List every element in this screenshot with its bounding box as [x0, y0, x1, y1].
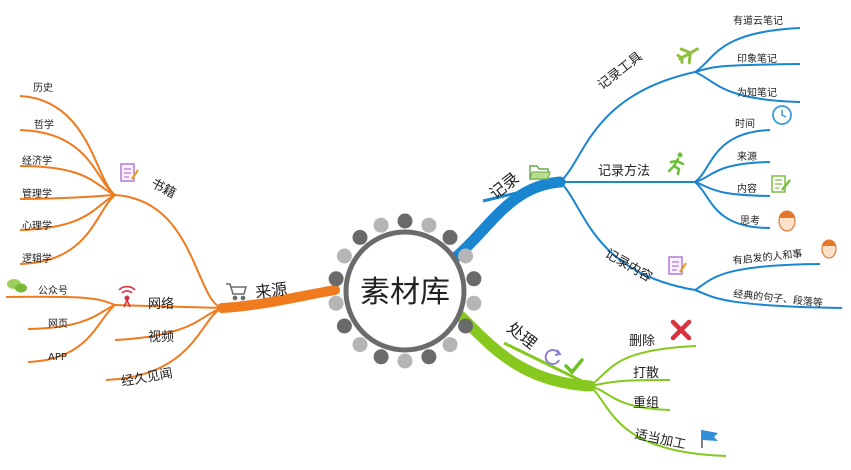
leaf-time: 时间 — [735, 117, 755, 130]
chat-icon — [7, 279, 27, 293]
notepad-icon — [668, 256, 687, 275]
person-icon — [778, 210, 796, 232]
ring-dot — [442, 337, 458, 353]
ring-dot — [373, 349, 389, 365]
leaf-yinxiang: 印象笔记 — [737, 52, 777, 65]
ring-dot — [397, 353, 413, 369]
person-icon — [821, 239, 837, 259]
ring-dot — [397, 213, 413, 229]
airplane-icon — [676, 47, 699, 65]
branch-label-source: 来源 — [254, 279, 288, 302]
check-icon — [564, 358, 584, 375]
node-record-content: 记录内容 — [602, 246, 655, 286]
leaf-content: 内容 — [737, 182, 757, 195]
leaf-psychology: 心理学 — [22, 219, 52, 232]
ring-dot — [336, 248, 352, 264]
ring-dot — [421, 217, 437, 233]
node-record-method: 记录方法 — [598, 163, 650, 179]
ring-dot — [458, 318, 474, 334]
ring-dot — [442, 229, 458, 245]
leaf-logic: 逻辑学 — [22, 252, 52, 265]
branch-label-process: 处理 — [504, 318, 541, 353]
ring-dot — [336, 318, 352, 334]
broadcast-icon — [118, 285, 136, 308]
leaf-philosophy: 哲学 — [34, 118, 54, 131]
leaf-delete: 删除 — [629, 334, 655, 349]
leaf-app: APP — [48, 352, 67, 363]
ring-dot — [328, 295, 344, 311]
runner-icon — [667, 152, 685, 176]
notebook-icon — [120, 163, 139, 182]
leaf-regroup: 重组 — [633, 395, 659, 411]
ring-dot — [466, 295, 482, 311]
leaf-economics: 经济学 — [22, 154, 52, 167]
leaf-management: 管理学 — [22, 187, 52, 200]
leaf-think: 思考 — [740, 215, 760, 227]
ring-dot — [352, 337, 368, 353]
close-icon — [670, 319, 692, 341]
node-video: 视频 — [148, 330, 174, 345]
leaf-source: 来源 — [737, 150, 757, 163]
leaf-scatter: 打散 — [633, 366, 659, 381]
leaf-history: 历史 — [33, 82, 53, 94]
ring-dot — [458, 248, 474, 264]
folder-icon — [529, 165, 551, 180]
center-ring — [328, 213, 482, 369]
document-icon — [771, 175, 791, 193]
refresh-icon — [544, 349, 562, 365]
ring-dot — [352, 229, 368, 245]
leaf-weizhi: 为知笔记 — [737, 86, 777, 99]
node-books: 书籍 — [148, 175, 178, 201]
center-label: 素材库 — [360, 275, 450, 310]
ring-dot — [466, 271, 482, 287]
leaf-youdao: 有道云笔记 — [733, 14, 783, 27]
flag-icon — [701, 430, 718, 448]
leaf-refine: 适当加工 — [633, 427, 687, 452]
clock-icon — [772, 105, 792, 125]
ring-dot — [328, 271, 344, 287]
leaf-webpage: 网页 — [48, 318, 68, 330]
leaf-official-account: 公众号 — [38, 285, 68, 297]
node-experience: 经久见闻 — [120, 366, 174, 390]
node-record-tools: 记录工具 — [595, 49, 645, 93]
ring-dot — [421, 349, 437, 365]
cart-icon — [226, 283, 247, 301]
node-network: 网络 — [148, 296, 174, 312]
ring-dot — [373, 217, 389, 233]
